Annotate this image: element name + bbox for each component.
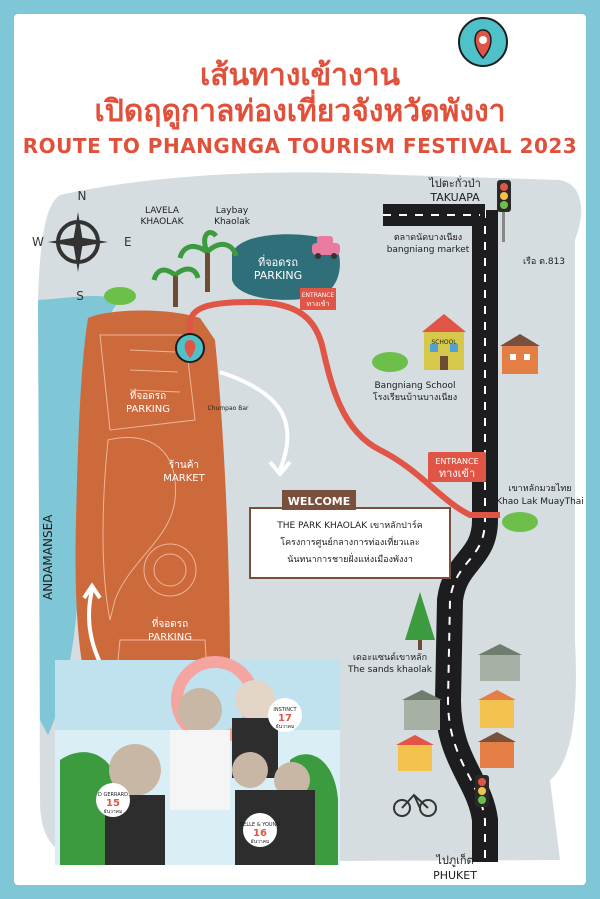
school-label-en: Bangniang School [375, 381, 456, 391]
parking1-th: ที่จอดรถ [130, 388, 166, 402]
route-line [186, 298, 473, 518]
pine-tree-icon [405, 592, 435, 650]
entrance-small-en: ENTRANCE [302, 292, 335, 299]
poster-month3: ธันวาคม [251, 839, 270, 845]
market-label-th: ตลาดนัดบางเนียง [394, 232, 462, 243]
traffic-light-icon [475, 775, 489, 807]
house-icon [500, 334, 540, 374]
house-icon [478, 732, 516, 768]
entrance-small-th: ทางเข้า [306, 300, 329, 308]
welcome-banner: WELCOME [288, 495, 351, 508]
school-sign: SCHOOL [431, 339, 457, 346]
entrance-main-th: ทางเข้า [439, 467, 475, 480]
laybay-label-1: Laybay [216, 206, 249, 216]
bush-icon [104, 287, 136, 305]
parking-top-en: PARKING [254, 269, 302, 282]
bicycle-icon [393, 793, 437, 817]
parking2-th: ที่จอดรถ [152, 616, 188, 630]
house-icon [396, 735, 434, 771]
compass-w: W [32, 235, 44, 249]
compass-s: S [76, 289, 84, 303]
muaythai-th: เขาหลักมวยไทย [508, 483, 571, 494]
market-center-en: MARKET [163, 473, 205, 484]
festival-poster [55, 656, 340, 865]
entrance-tag-main [428, 452, 486, 482]
muaythai-en: Khao Lak MuayThai [496, 497, 584, 507]
compass-n: N [78, 189, 87, 203]
parking1-en: PARKING [126, 404, 170, 415]
location-pin-icon [458, 17, 508, 67]
welcome-sign [249, 490, 451, 579]
boat-label: เรือ ต.813 [523, 256, 565, 267]
parking-top-th: ที่จอดรถ [258, 254, 298, 269]
takuapa-en: TAKUAPA [429, 191, 480, 204]
market-center-th: ร้านค้า [169, 459, 199, 471]
poster-artist3: BELLE & YOUNG [240, 822, 281, 828]
laybay-label-2: Khaolak [214, 217, 251, 227]
lavela-label-1: LAVELA [145, 206, 180, 216]
house-icon [478, 644, 522, 681]
poster-artist1: D GERRARD [98, 792, 128, 798]
poster-day3: 16 [253, 828, 267, 839]
sands-en: The sands khaolak [347, 665, 433, 675]
welcome-line3: นันทนาการชายฝั่งแห่งเมืองพังงา [287, 552, 413, 565]
poster-artist2: INSTINCT [273, 707, 297, 713]
entrance-tag-small [300, 288, 336, 310]
traffic-light-icon [497, 180, 511, 242]
compass-e: E [124, 235, 132, 249]
parking2-en: PARKING [148, 632, 192, 643]
phuket-en: PHUKET [433, 869, 477, 882]
entrance-main-en: ENTRANCE [435, 457, 478, 466]
title-thai-line1: เส้นทางเข้างาน [200, 58, 400, 93]
sea-label: ANDAMANSEA [41, 514, 55, 600]
sands-th: เดอะแซนด์เขาหลัก [353, 651, 427, 663]
car-icon [312, 236, 340, 259]
bush-icon [502, 512, 538, 532]
poster-day1: 15 [106, 798, 120, 809]
poster-month2: ธันวาคม [276, 724, 295, 730]
lavela-label-2: KHAOLAK [140, 217, 184, 227]
house-icon [402, 690, 442, 730]
title-thai-line2: เปิดฤดูกาลท่องเที่ยวจังหวัดพังงา [94, 94, 506, 129]
venue-pin-icon [175, 333, 205, 363]
poster-day2: 17 [278, 713, 292, 724]
bush-icon [372, 352, 408, 372]
market-label-en: bangniang market [387, 245, 470, 255]
welcome-line2: โครงการศูนย์กลางการท่องเที่ยวและ [280, 535, 420, 548]
compass-icon [48, 212, 108, 272]
palm-tree-icon [151, 266, 201, 307]
palm-tree-icon [177, 230, 239, 292]
chumpao-label: Chumpao Bar [208, 405, 249, 412]
school-building-icon [422, 314, 466, 370]
arrow-to-welcome [219, 370, 290, 471]
phuket-th: ไปภูเก็ต [435, 853, 473, 867]
school-label-th: โรงเรียนบ้านบางเนียง [373, 392, 457, 403]
welcome-line1: THE PARK KHAOLAK เขาหลักปาร์ค [276, 519, 423, 531]
title-english: ROUTE TO PHANGNGA TOURISM FESTIVAL 2023 [22, 134, 578, 158]
takuapa-th: ไปตะกั่วป่า [428, 175, 481, 190]
house-icon [478, 690, 516, 728]
poster-month1: ธันวาคม [104, 809, 123, 815]
